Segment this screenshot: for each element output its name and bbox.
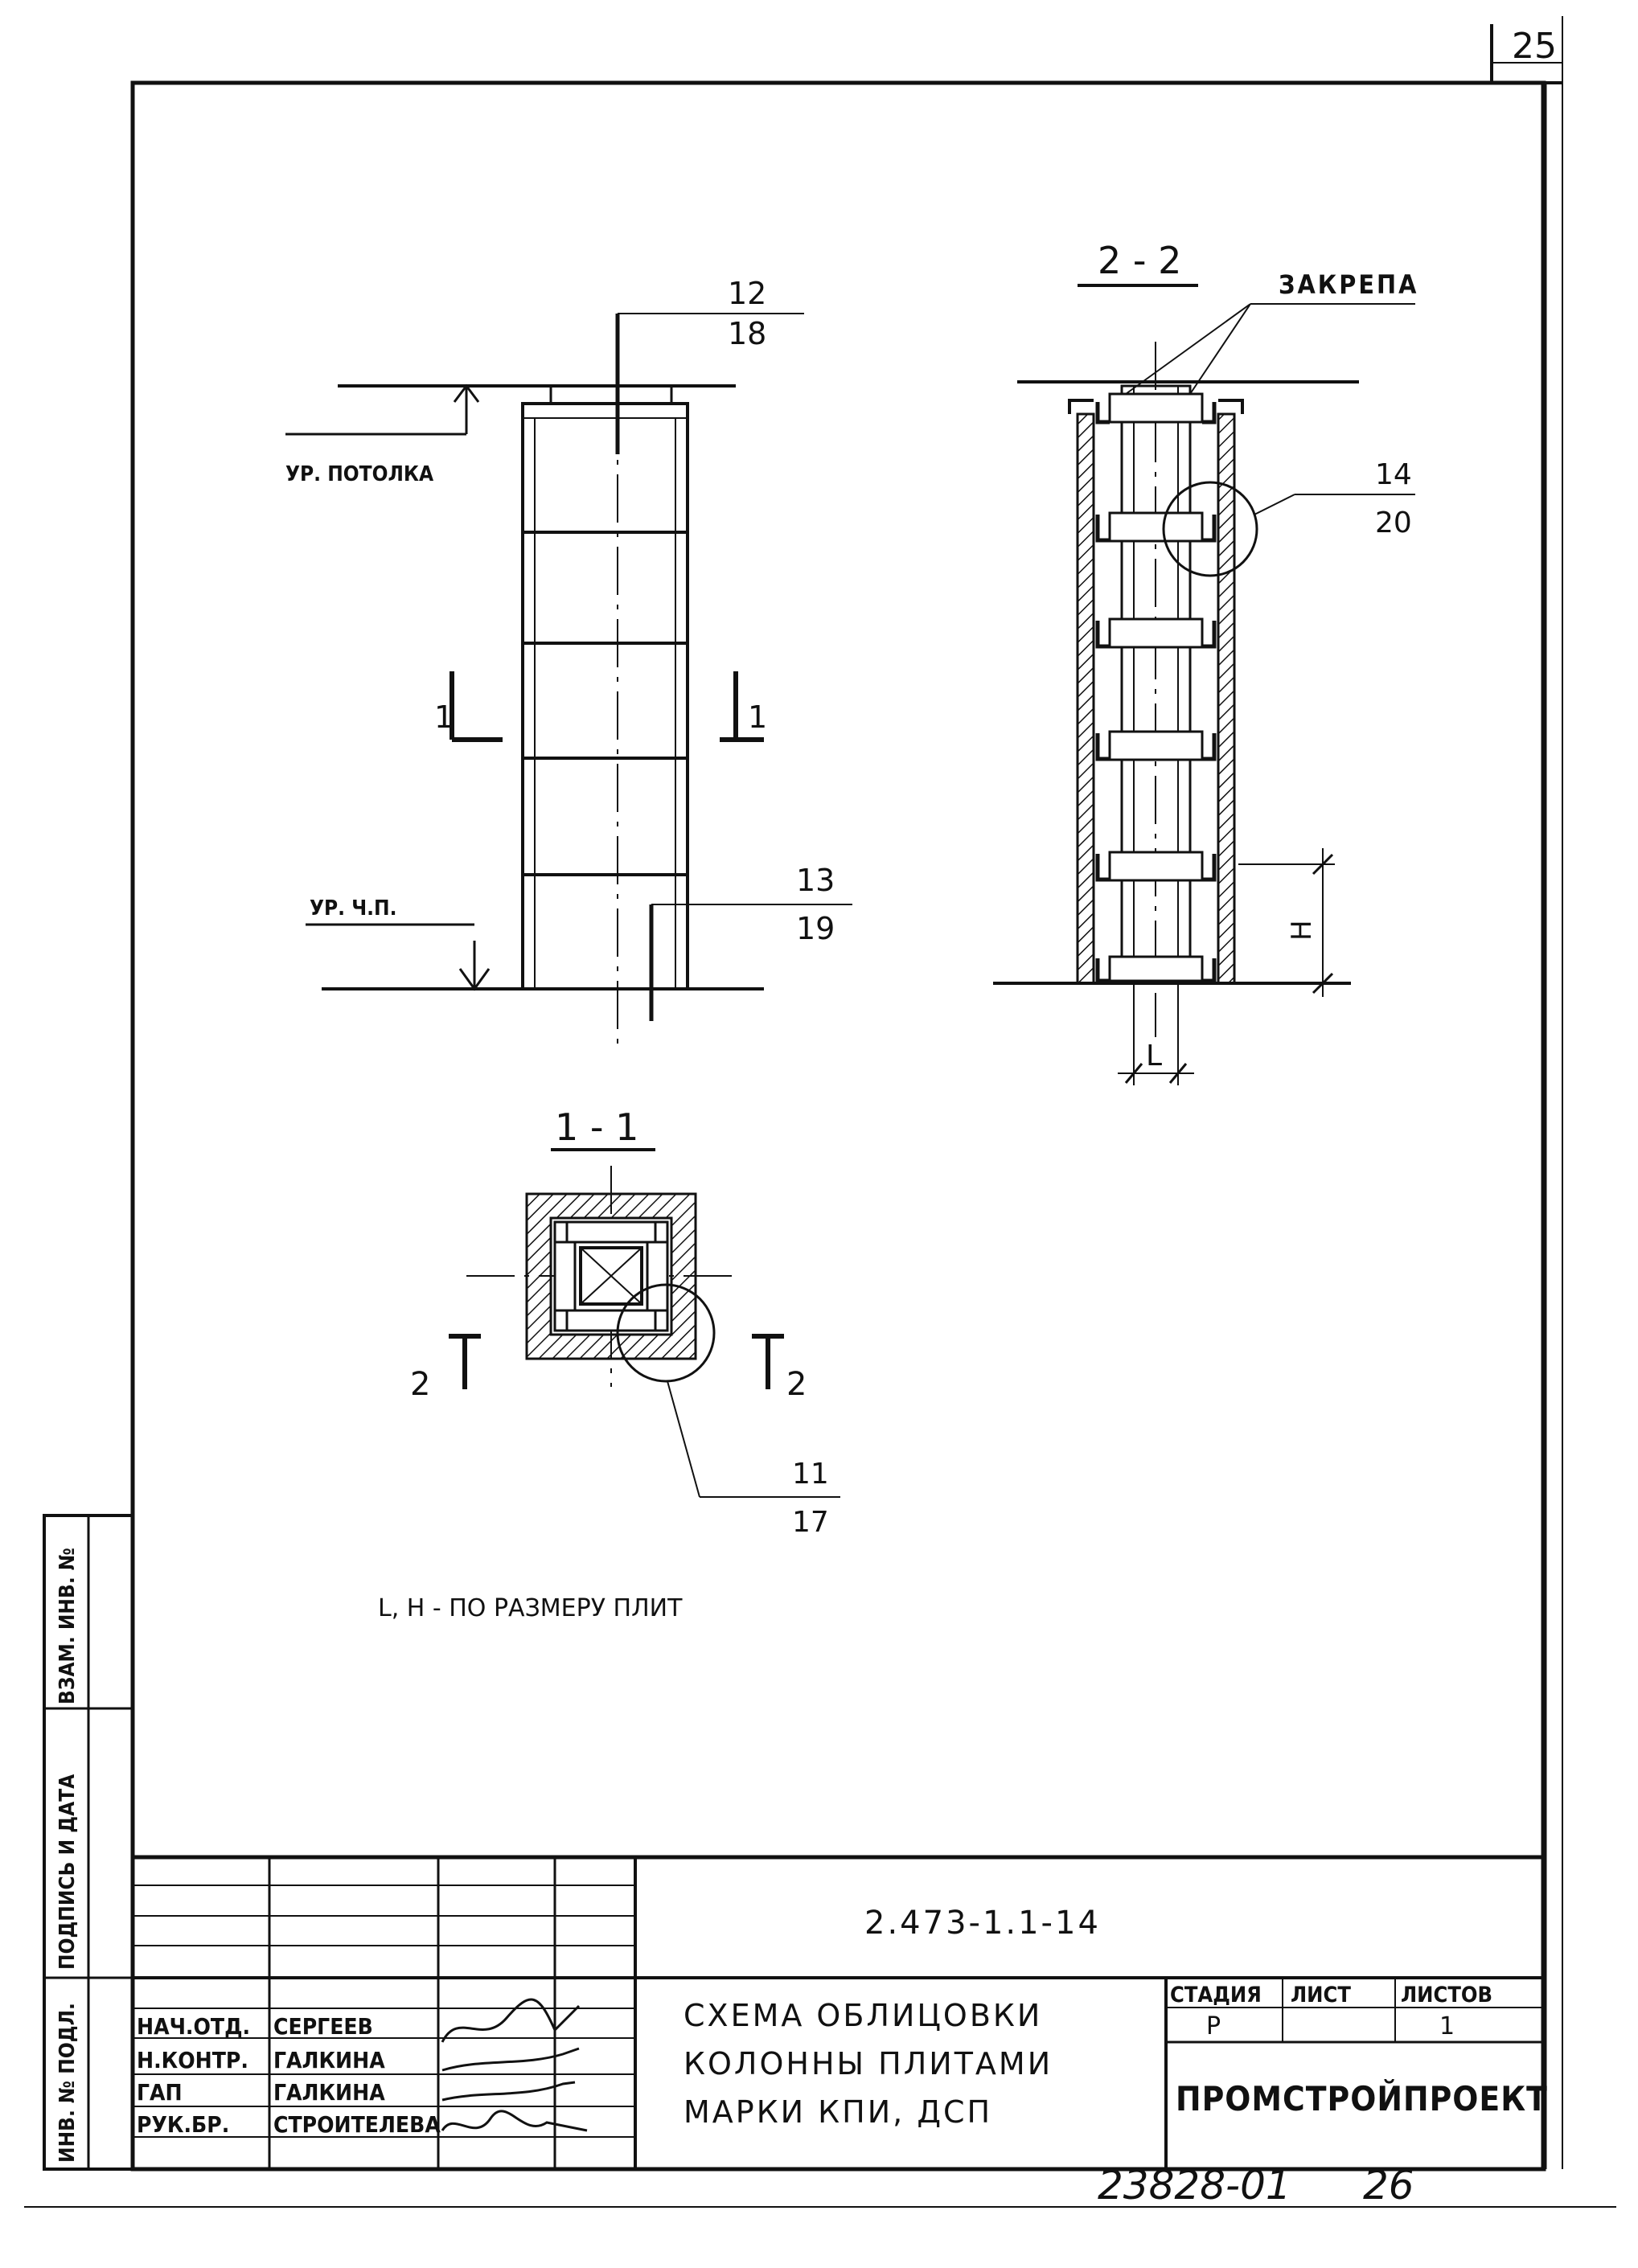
sheet-frame	[24, 16, 1616, 2208]
sheet-number: 25	[1512, 26, 1557, 67]
floor-level-label: УР. Ч.П.	[310, 896, 396, 921]
callout-18-number: 18	[728, 316, 766, 351]
section-1-1-title: 1 - 1	[555, 1105, 638, 1149]
role-3-name: ГАЛКИНА	[273, 2079, 385, 2106]
signature-2	[441, 2047, 580, 2072]
ceiling-level-label: УР. ПОТОЛКА	[285, 462, 433, 486]
section-1-1-view	[449, 1148, 840, 1498]
title-line-1: СХЕМА ОБЛИЦОВКИ	[684, 1998, 1042, 2033]
dimensions-note: L, H - ПО РАЗМЕРУ ПЛИТ	[378, 1594, 683, 1622]
callout-20-number: 20	[1375, 507, 1412, 539]
elevation-view	[285, 313, 852, 1045]
section-mark-1-right: 1	[748, 699, 767, 735]
callout-13-number: 13	[796, 863, 835, 898]
title-line-3: МАРКИ КПИ, ДСП	[684, 2094, 992, 2130]
callout-19-number: 19	[796, 911, 835, 946]
callout-11-number: 11	[792, 1458, 829, 1491]
dimension-l-label: L	[1146, 1040, 1162, 1072]
callout-14-number: 14	[1375, 458, 1412, 491]
document-code: 2.473-1.1-14	[864, 1905, 1101, 1942]
margin-replaces-label: ВЗАМ. ИНВ. №	[55, 1548, 80, 1704]
organization-name: ПРОМСТРОЙПРОЕКТ	[1176, 2078, 1548, 2118]
title-line-2: КОЛОННЫ ПЛИТАМИ	[684, 2046, 1053, 2081]
sheet-header: ЛИСТ	[1291, 1983, 1351, 2008]
role-4-name: СТРОИТЕЛЕВА	[273, 2111, 441, 2138]
clamp-hooks	[1095, 402, 1217, 983]
signature-3	[441, 2081, 576, 2102]
section-mark-2-left: 2	[410, 1366, 430, 1403]
archive-stamp-sheet: 26	[1363, 2162, 1414, 2209]
sheets-value: 1	[1439, 2012, 1455, 2040]
stage-header: СТАДИЯ	[1170, 1983, 1262, 2008]
signatures	[441, 1998, 588, 2132]
title-block	[133, 1855, 1544, 2169]
role-2-label: Н.КОНТР.	[137, 2047, 248, 2073]
section-mark-2-right: 2	[786, 1366, 807, 1403]
role-4-label: РУК.БР.	[137, 2111, 229, 2138]
signature-1	[441, 1998, 581, 2043]
clamp-label: ЗАКРЕПА	[1279, 269, 1418, 300]
sheets-header: ЛИСТОВ	[1401, 1983, 1492, 2008]
left-margin-strip	[43, 1514, 134, 2171]
margin-inv-no-label: ИНВ. № ПОДЛ.	[55, 2003, 80, 2163]
dimension-h-label: H	[1286, 920, 1318, 941]
section-mark-1-left: 1	[434, 699, 454, 735]
role-1-label: НАЧ.ОТД.	[137, 2013, 250, 2040]
archive-stamp-number: 23828-01	[1098, 2162, 1291, 2209]
signature-4	[441, 2110, 588, 2132]
role-3-label: ГАП	[137, 2079, 183, 2106]
section-2-2-title: 2 - 2	[1098, 239, 1181, 282]
section-2-2-view	[993, 284, 1415, 1085]
callout-17-number: 17	[792, 1506, 829, 1539]
stage-value: Р	[1206, 2012, 1221, 2040]
role-2-name: ГАЛКИНА	[273, 2047, 385, 2073]
spacer-blocks	[1108, 392, 1204, 982]
role-1-name: СЕРГЕЕВ	[273, 2013, 373, 2040]
margin-sign-date-label: ПОДПИСЬ И ДАТА	[55, 1774, 80, 1970]
callout-12-number: 12	[728, 276, 766, 311]
